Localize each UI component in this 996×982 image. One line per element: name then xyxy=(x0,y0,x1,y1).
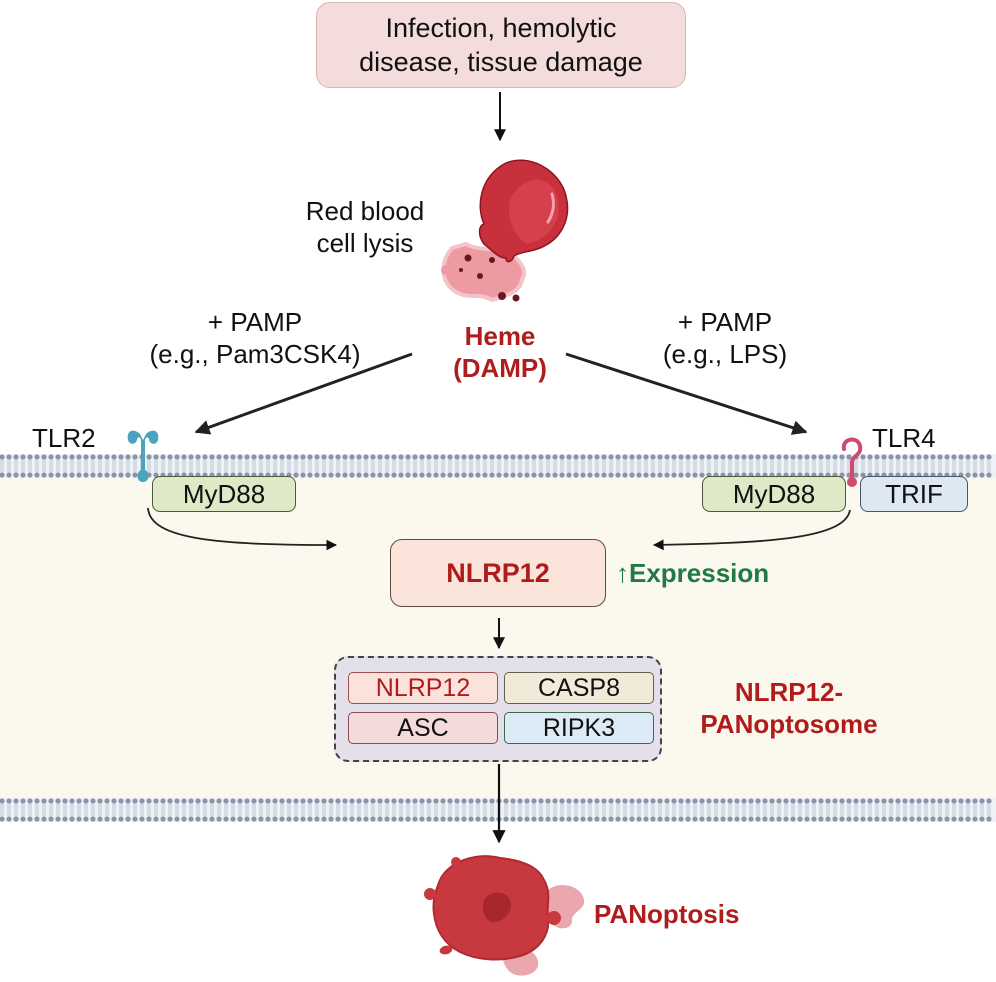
expression-indicator: ↑Expression xyxy=(616,558,769,589)
up-arrow-icon: ↑ xyxy=(616,558,629,588)
tlr2-label: TLR2 xyxy=(32,423,96,453)
plasma-membrane-top xyxy=(0,454,996,478)
dying-cell-icon xyxy=(424,855,585,976)
heme-damp-label: Heme (DAMP) xyxy=(420,320,580,384)
left-pamp-line-2: (e.g., Pam3CSK4) xyxy=(149,339,361,369)
arrow-heme-to-tlr4 xyxy=(565,352,808,435)
complex-nlrp12: NLRP12 xyxy=(348,672,498,704)
tlr2-receptor-icon xyxy=(127,430,159,482)
trigger-box: Infection, hemolytic disease, tissue dam… xyxy=(316,2,686,88)
arrow-myd88-left-to-nlrp12 xyxy=(147,507,338,551)
panoptosome-label-line-1: NLRP12- xyxy=(734,677,844,707)
right-pamp-label: + PAMP (e.g., LPS) xyxy=(625,306,825,370)
complex-ripk3: RIPK3 xyxy=(504,712,654,744)
tlr4-label: TLR4 xyxy=(872,423,936,453)
trif-box: TRIF xyxy=(860,476,968,512)
heme-label-line-1: Heme xyxy=(464,321,536,351)
heme-label-line-2: (DAMP) xyxy=(453,353,547,383)
trigger-line-1: Infection, hemolytic xyxy=(385,13,617,43)
left-pamp-label: + PAMP (e.g., Pam3CSK4) xyxy=(100,306,410,370)
panoptosome-label: NLRP12- PANoptosome xyxy=(676,676,902,740)
nlrp12-box: NLRP12 xyxy=(390,539,606,607)
rbc-lysis-label-line-1: Red blood xyxy=(305,196,425,226)
left-pamp-line-1: + PAMP xyxy=(207,307,303,337)
panoptosome-label-line-2: PANoptosome xyxy=(700,709,878,739)
tlr4-receptor-icon xyxy=(841,437,863,487)
arrow-right-adaptors-to-nlrp12 xyxy=(652,509,851,551)
myd88-right-box: MyD88 xyxy=(702,476,846,512)
arrow-heme-to-tlr2 xyxy=(194,352,413,435)
panoptosis-label: PANoptosis xyxy=(594,899,740,929)
right-pamp-line-1: + PAMP xyxy=(677,307,773,337)
complex-casp8: CASP8 xyxy=(504,672,654,704)
right-pamp-line-2: (e.g., LPS) xyxy=(662,339,788,369)
rbc-lysis-label-line-2: cell lysis xyxy=(316,228,414,258)
complex-asc: ASC xyxy=(348,712,498,744)
lysing-red-blood-cell-icon xyxy=(441,159,569,303)
rbc-lysis-label: Red blood cell lysis xyxy=(270,195,460,259)
expression-label: Expression xyxy=(629,558,770,588)
trigger-line-2: disease, tissue damage xyxy=(359,47,643,77)
myd88-left-box: MyD88 xyxy=(152,476,296,512)
